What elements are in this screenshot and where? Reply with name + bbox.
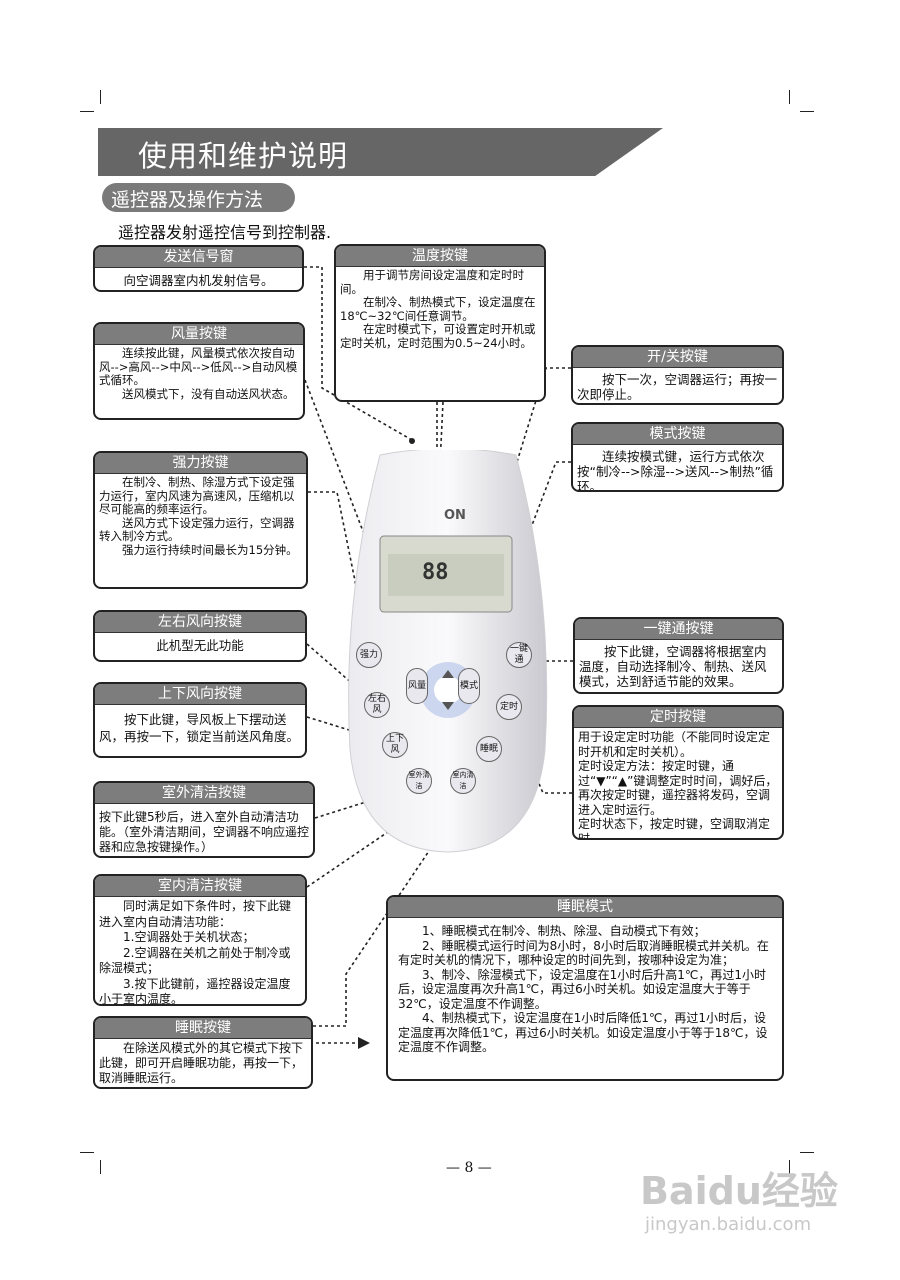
watermark-logo: Baidu经验 <box>640 1169 838 1213</box>
box-title: 室外清洁按键 <box>95 783 313 804</box>
one-key-box: 一键通按键 按下此键，空调器将根据室内温度，自动选择制冷、制热、送风模式，达到舒… <box>573 617 784 694</box>
timer-key-box: 定时按键 用于设定定时功能（不能同时设定定时开机和定时关机）。 定时设定方法：按… <box>572 705 784 840</box>
crop-mark <box>100 1160 101 1174</box>
box-title: 室内清洁按键 <box>95 876 305 897</box>
subtitle-text: 遥控器及操作方法 <box>111 189 264 211</box>
intro-text: 遥控器发射遥控信号到控制器. <box>118 223 332 242</box>
page-title: 使用和维护说明 <box>138 139 349 173</box>
outdoor-clean-button[interactable]: 室外清洁 <box>406 768 432 794</box>
crop-mark <box>800 111 814 112</box>
box-body: 在制冷、制热、除湿方式下设定强力运行，室内风速为高速风，压缩机以尽可能高的频率运… <box>99 475 298 557</box>
onoff-key-box: 开/关按键 按下一次，空调器运行；再按一次即停止。 <box>571 345 784 405</box>
section-subtitle: 遥控器及操作方法 <box>102 183 295 212</box>
sleep-button[interactable]: 睡眠 <box>476 736 502 762</box>
send-signal-box: 发送信号窗 向空调器室内机发射信号。 <box>93 245 304 292</box>
brand-logo: ON <box>444 508 466 523</box>
mode-button[interactable]: 模式 <box>458 668 480 704</box>
box-title: 开/关按键 <box>573 347 782 368</box>
one-key-button[interactable]: 一键通 <box>506 642 532 668</box>
left-right-swing-button[interactable]: 左右风 <box>364 692 390 718</box>
box-title: 强力按键 <box>95 453 306 474</box>
box-body: 用于调节房间设定温度和定时时间。 在制冷、制热模式下，设定温度在18℃~32℃间… <box>340 268 536 350</box>
power-button[interactable]: 强力 <box>356 642 382 668</box>
box-body: 按下此键，空调器将根据室内温度，自动选择制冷、制热、送风模式，达到舒适节能的效果… <box>579 644 767 689</box>
indoor-clean-button[interactable]: 室内清洁 <box>450 768 476 794</box>
box-title: 模式按键 <box>573 424 782 445</box>
crop-mark <box>789 1160 790 1174</box>
box-body: 用于设定定时功能（不能同时设定定时开机和定时关机）。 定时设定方法：按定时键，通… <box>578 730 778 840</box>
box-body: 此机型无此功能 <box>156 638 244 653</box>
box-title: 睡眠模式 <box>388 897 782 918</box>
watermark-url: jingyan.baidu.com <box>645 1214 812 1235</box>
box-title: 定时按键 <box>574 707 782 728</box>
box-title: 风量按键 <box>95 324 303 345</box>
crop-mark <box>80 1152 94 1153</box>
crop-mark <box>789 90 790 104</box>
outdoor-clean-box: 室外清洁按键 按下此键5秒后，进入室外自动清洁功能。（室外清洁期间，空调器不响应… <box>93 781 315 858</box>
ud-swing-box: 上下风向按键 按下此键，导风板上下摆动送风，再按一下，锁定当前送风角度。 <box>93 682 307 758</box>
box-body: 在除送风模式外的其它模式下按下此键，即可开启睡眠功能，再按一下，取消睡眠运行。 <box>99 1041 304 1085</box>
crop-mark <box>80 111 94 112</box>
box-title: 发送信号窗 <box>95 247 302 268</box>
box-body: 同时满足如下条件时，按下此键进入室内自动清洁功能： 1.空调器处于关机状态； 2… <box>99 899 292 1006</box>
crop-mark <box>100 90 101 104</box>
sleep-key-box: 睡眠按键 在除送风模式外的其它模式下按下此键，即可开启睡眠功能，再按一下，取消睡… <box>93 1016 313 1089</box>
box-title: 睡眠按键 <box>95 1018 311 1039</box>
box-body: 按下此键5秒后，进入室外自动清洁功能。（室外清洁期间，空调器不响应遥控器和应急按… <box>99 810 310 854</box>
box-body: 按下此键，导风板上下摆动送风，再按一下，锁定当前送风角度。 <box>99 712 300 744</box>
page-number: — 8 — <box>446 1160 492 1176</box>
temperature-key-box: 温度按键 用于调节房间设定温度和定时时间。 在制冷、制热模式下，设定温度在18℃… <box>334 244 546 402</box>
up-down-swing-button[interactable]: 上下风 <box>382 732 408 758</box>
box-body: 按下一次，空调器运行；再按一次即停止。 <box>577 372 778 402</box>
timer-button[interactable]: 定时 <box>496 694 522 720</box>
power-key-box: 强力按键 在制冷、制热、除湿方式下设定强力运行，室内风速为高速风，压缩机以尽可能… <box>93 451 308 589</box>
box-title: 左右风向按键 <box>95 612 305 633</box>
box-body: 连续按此键，风量模式依次按自动风-->高风-->中风-->低风-->自动风模式循… <box>99 346 298 401</box>
indoor-clean-box: 室内清洁按键 同时满足如下条件时，按下此键进入室内自动清洁功能： 1.空调器处于… <box>93 874 307 1006</box>
box-body: 向空调器室内机发射信号。 <box>123 273 274 288</box>
fan-key-box: 风量按键 连续按此键，风量模式依次按自动风-->高风-->中风-->低风-->自… <box>93 322 305 420</box>
box-body: 连续按模式键，运行方式依次按“制冷-->除湿-->送风-->制热”循环。 <box>577 449 774 492</box>
box-title: 温度按键 <box>336 246 544 267</box>
remote-control: ON 88 强力 左右风 上下风 室外清洁 室内清洁 风量 模式 一键通 定时 … <box>340 450 556 855</box>
sleep-mode-box: 睡眠模式 1、睡眠模式在制冷、制热、除湿、自动模式下有效； 2、睡眠模式运行时间… <box>386 895 784 1081</box>
title-banner: 使用和维护说明 <box>98 128 663 176</box>
fan-button[interactable]: 风量 <box>406 668 428 704</box>
box-title: 一键通按键 <box>575 619 782 640</box>
mode-key-box: 模式按键 连续按模式键，运行方式依次按“制冷-->除湿-->送风-->制热”循环… <box>571 422 784 492</box>
box-body: 1、睡眠模式在制冷、制热、除湿、自动模式下有效； 2、睡眠模式运行时间为8小时，… <box>398 924 769 1054</box>
lr-swing-box: 左右风向按键 此机型无此功能 <box>93 610 307 662</box>
lcd-digits: 88 <box>422 560 449 585</box>
box-title: 上下风向按键 <box>95 684 305 705</box>
crop-mark <box>800 1152 814 1153</box>
